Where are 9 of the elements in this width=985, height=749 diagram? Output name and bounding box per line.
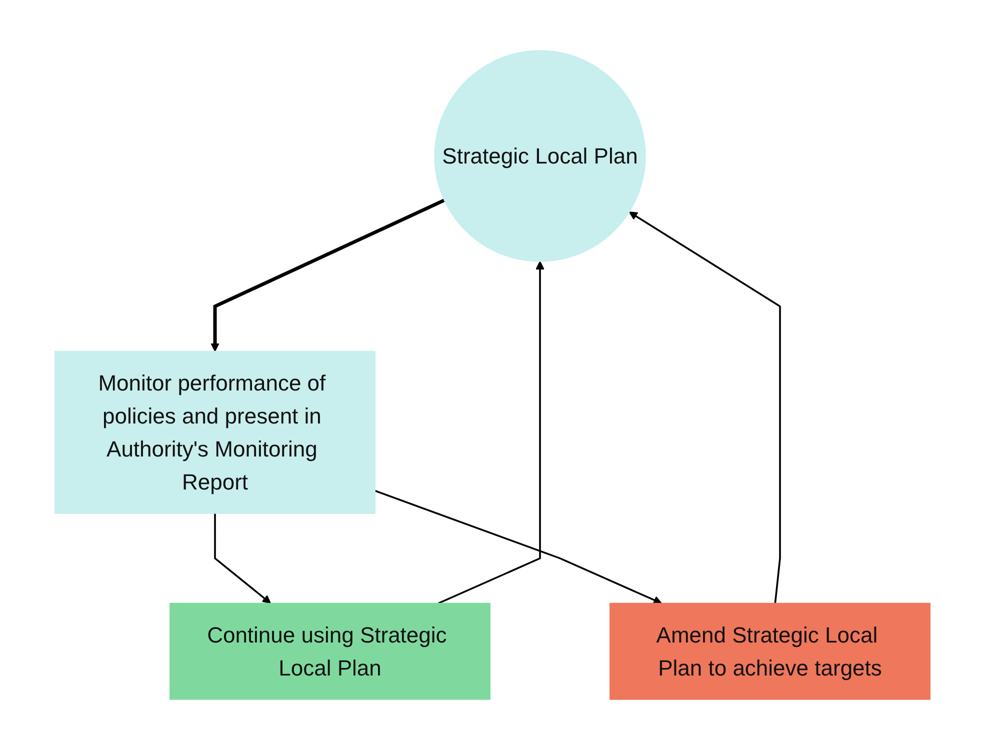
arrow bbox=[210, 198, 446, 352]
arrow bbox=[374, 489, 662, 604]
node-box: Amend Strategic Local Plan to achieve targets bbox=[610, 602, 930, 700]
node-box: Continue using Strategic Local Plan bbox=[170, 602, 490, 700]
arrow bbox=[214, 512, 272, 604]
arrow bbox=[628, 211, 781, 603]
node-circle: Strategic Local Plan bbox=[434, 50, 646, 262]
node-box: Monitor performance of policies and present in Authority's Monitoring Report bbox=[54, 350, 376, 514]
arrow bbox=[438, 260, 544, 604]
